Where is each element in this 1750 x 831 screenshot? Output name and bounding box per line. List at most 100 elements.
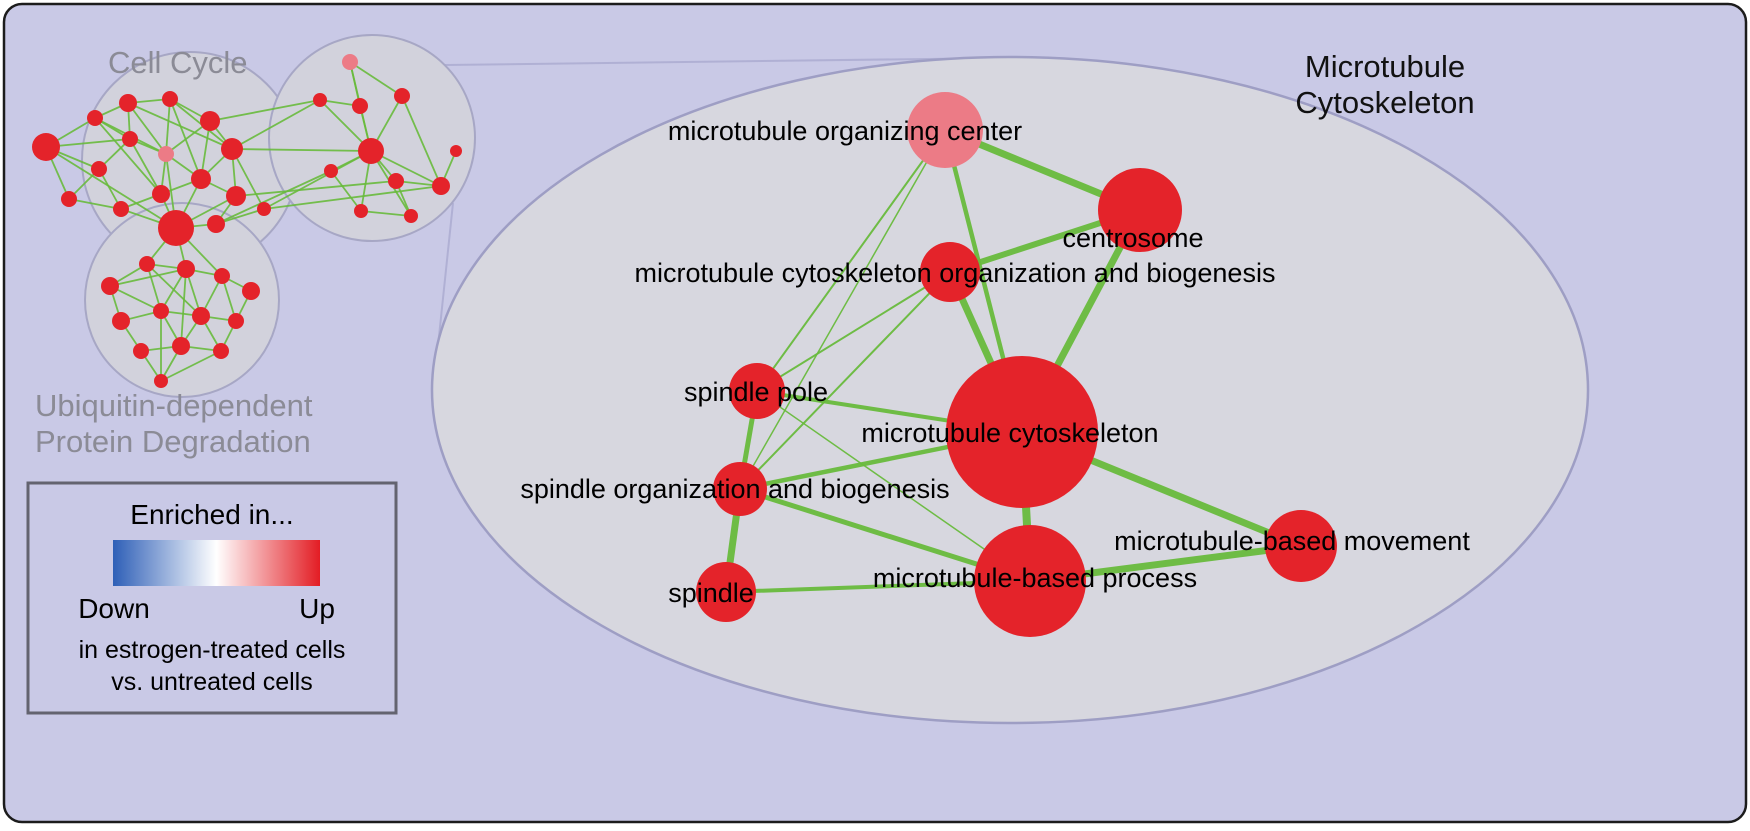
mini-edge <box>401 95 442 187</box>
mini-edge <box>109 268 187 287</box>
mini-edge <box>129 138 162 195</box>
node-label-mbm: microtubule-based movement <box>1114 526 1470 556</box>
mini-edge <box>349 61 403 97</box>
mini-node <box>221 138 243 160</box>
edge-moc-sob <box>739 129 946 490</box>
mini-node <box>153 303 169 319</box>
mini-node <box>432 177 450 195</box>
mini-edge <box>360 210 412 217</box>
node-moc <box>907 92 983 168</box>
mini-node <box>352 98 368 114</box>
mini-node <box>61 191 77 207</box>
node-spindle_pole <box>729 363 785 419</box>
mini-node <box>177 260 195 278</box>
node-label-centrosome: centrosome <box>1062 223 1203 253</box>
node-label-moc: microtubule organizing center <box>668 116 1022 146</box>
node-mbp <box>974 525 1086 637</box>
legend-down-label: Down <box>78 593 150 624</box>
mini-node <box>228 313 244 329</box>
node-label-mcob: microtubule cytoskeleton organization an… <box>635 258 1276 288</box>
main-network-labels: microtubule organizing center centrosome m… <box>520 116 1470 608</box>
mini-node <box>257 202 271 216</box>
main-network-nodes <box>696 92 1337 637</box>
mini-node <box>158 210 194 246</box>
legend-up-label: Up <box>299 593 335 624</box>
ubiquitin-label-line2: Protein Degradation <box>35 424 311 459</box>
mini-node <box>133 343 149 359</box>
node-label-sob: spindle organization and biogenesis <box>520 474 949 504</box>
mini-edge <box>330 170 362 212</box>
mini-node <box>119 94 137 112</box>
edge-moc-spindle_pole <box>756 129 946 392</box>
mini-node <box>154 374 168 388</box>
mini-edge <box>215 170 332 225</box>
mini-node <box>450 145 462 157</box>
mini-edge <box>231 148 372 152</box>
mini-edge <box>45 138 131 148</box>
mini-node <box>91 161 107 177</box>
legend-caption-line1: in estrogen-treated cells <box>79 636 346 664</box>
edge-mcob-spindle_pole <box>756 271 951 392</box>
node-mt_cyto <box>946 356 1098 508</box>
mini-edge <box>180 268 187 347</box>
mini-edge <box>235 180 397 197</box>
mini-node <box>388 173 404 189</box>
mini-node <box>191 169 211 189</box>
mini-node <box>122 131 138 147</box>
mini-node <box>213 343 229 359</box>
legend-gradient-bar <box>113 540 320 586</box>
mini-edge <box>127 102 167 155</box>
node-label-mbp: microtubule-based process <box>873 563 1197 593</box>
node-sob <box>713 462 767 516</box>
mini-edge <box>231 99 321 150</box>
figure-title-line1: Microtubule <box>1305 49 1465 84</box>
node-label-mt_cyto: microtubule cytoskeleton <box>861 418 1158 448</box>
mini-node <box>87 110 103 126</box>
node-mbm <box>1265 510 1337 582</box>
zoom-cone-line-top <box>444 57 1006 66</box>
mini-node <box>158 146 174 162</box>
cluster-circle-microtubule-cytoskeleton-small <box>268 34 476 242</box>
mini-node <box>172 337 190 355</box>
mini-node <box>214 268 230 284</box>
mini-edge <box>370 150 442 187</box>
mini-network-nodes <box>32 54 462 388</box>
node-label-spindle: spindle <box>668 578 754 608</box>
mini-node <box>101 277 119 295</box>
legend-box <box>26 481 398 715</box>
mini-edge <box>45 146 177 229</box>
mini-node <box>394 88 410 104</box>
mini-node <box>113 201 129 217</box>
legend-caption-line2: vs. untreated cells <box>111 668 313 696</box>
mini-node <box>404 209 418 223</box>
mini-edge <box>160 350 222 382</box>
mini-node <box>324 164 338 178</box>
node-spindle <box>696 562 756 622</box>
node-centrosome <box>1098 168 1182 252</box>
node-mcob <box>920 242 980 302</box>
mini-node <box>139 256 155 272</box>
mini-node <box>32 133 60 161</box>
mini-node <box>226 186 246 206</box>
mini-node <box>192 307 210 325</box>
ubiquitin-label-line1: Ubiquitin-dependent <box>35 388 313 423</box>
figure-title-line2: Cytoskeleton <box>1295 85 1474 120</box>
legend-title: Enriched in... <box>130 499 293 530</box>
mini-node <box>152 185 170 203</box>
mini-node <box>242 282 260 300</box>
mini-node <box>207 215 225 233</box>
mini-edge <box>209 99 321 122</box>
mini-node <box>354 204 368 218</box>
mini-edge <box>165 98 171 155</box>
mini-node <box>358 138 384 164</box>
mini-edge <box>146 263 162 312</box>
mini-node <box>313 93 327 107</box>
legend: Enriched in... Down Up in estrogen-treat… <box>26 481 398 715</box>
mini-node <box>342 54 358 70</box>
mini-node <box>112 312 130 330</box>
mini-node <box>200 111 220 131</box>
mini-edge <box>109 285 162 312</box>
mini-node <box>162 91 178 107</box>
